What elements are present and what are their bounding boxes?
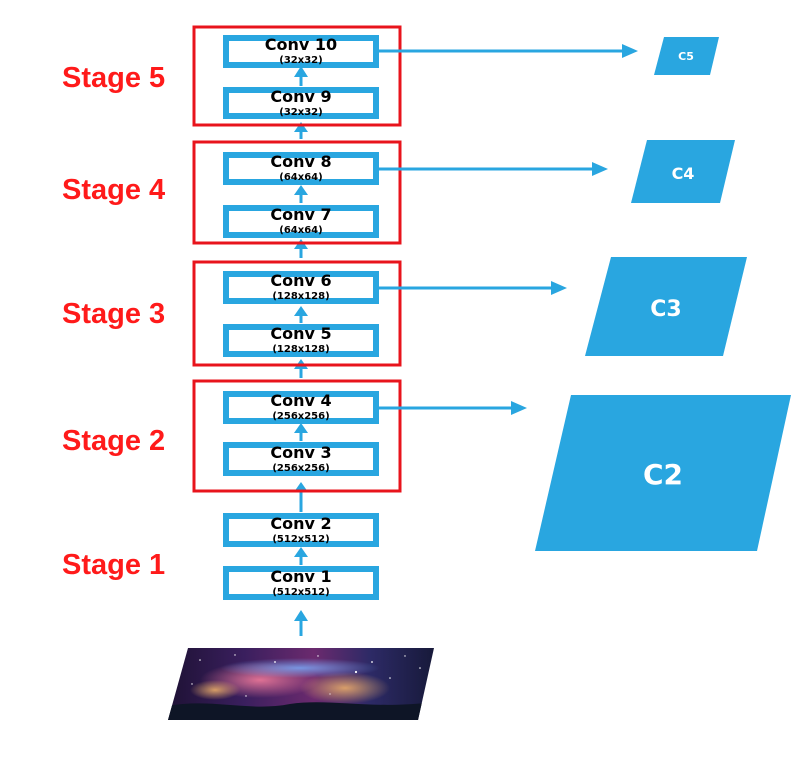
stage-4-label: Stage 4 <box>62 174 165 206</box>
conv-10-block: Conv 10 (32x32) <box>223 35 379 68</box>
stage-2-label: Stage 2 <box>62 425 165 457</box>
conv-6-block: Conv 6 (128x128) <box>223 271 379 304</box>
stage-1-label: Stage 1 <box>62 549 165 581</box>
stage-5-box <box>192 25 402 127</box>
feature-maps: C5 C4 C3 C2 <box>535 37 791 551</box>
conv-8-block: Conv 8 (64x64) <box>223 152 379 185</box>
conv-4-size: (256x256) <box>272 411 329 422</box>
conv-6-size: (128x128) <box>272 291 329 302</box>
conv-4-block: Conv 4 (256x256) <box>223 391 379 424</box>
conv-2-block: Conv 2 (512x512) <box>223 513 379 547</box>
conv-5-block: Conv 5 (128x128) <box>223 324 379 357</box>
conv-6-name: Conv 6 <box>270 271 331 290</box>
conv-9-size: (32x32) <box>279 107 322 118</box>
conv-5-size: (128x128) <box>272 344 329 355</box>
conv-3-size: (256x256) <box>272 463 329 474</box>
conv-9-name: Conv 9 <box>270 87 331 106</box>
conv-10-size: (32x32) <box>279 55 322 66</box>
conv-9-block: Conv 9 (32x32) <box>223 87 379 119</box>
conv-7-name: Conv 7 <box>270 205 331 224</box>
conv-4-name: Conv 4 <box>270 391 331 410</box>
c2-label: C2 <box>643 458 683 491</box>
conv-2-name: Conv 2 <box>270 514 331 533</box>
stage-3-box <box>192 260 402 367</box>
conv-3-name: Conv 3 <box>270 443 331 462</box>
c5-feature-map: C5 <box>654 37 719 75</box>
stage-3-label: Stage 3 <box>62 298 165 330</box>
conv-blocks: Conv 10 (32x32) Conv 9 (32x32) Conv 8 (6… <box>223 35 379 600</box>
conv-1-block: Conv 1 (512x512) <box>223 566 379 600</box>
conv-1-name: Conv 1 <box>270 567 331 586</box>
conv-5-name: Conv 5 <box>270 324 331 343</box>
conv-3-block: Conv 3 (256x256) <box>223 442 379 476</box>
input-image <box>168 648 434 720</box>
c2-feature-map: C2 <box>535 395 791 551</box>
c5-label: C5 <box>678 50 694 63</box>
c3-label: C3 <box>650 297 681 322</box>
stage-5-label: Stage 5 <box>62 62 165 94</box>
stage-2-box <box>192 379 402 493</box>
stage-4-box <box>192 140 402 245</box>
stage-boxes <box>192 25 402 493</box>
lateral-arrows <box>376 44 638 415</box>
c4-feature-map: C4 <box>631 140 735 203</box>
conv-1-size: (512x512) <box>272 587 329 598</box>
conv-8-size: (64x64) <box>279 172 322 183</box>
conv-7-block: Conv 7 (64x64) <box>223 205 379 238</box>
conv-2-size: (512x512) <box>272 534 329 545</box>
c3-feature-map: C3 <box>585 257 747 356</box>
conv-8-name: Conv 8 <box>270 152 331 171</box>
c4-label: C4 <box>672 164 695 183</box>
conv-7-size: (64x64) <box>279 225 322 236</box>
conv-10-name: Conv 10 <box>265 35 337 54</box>
